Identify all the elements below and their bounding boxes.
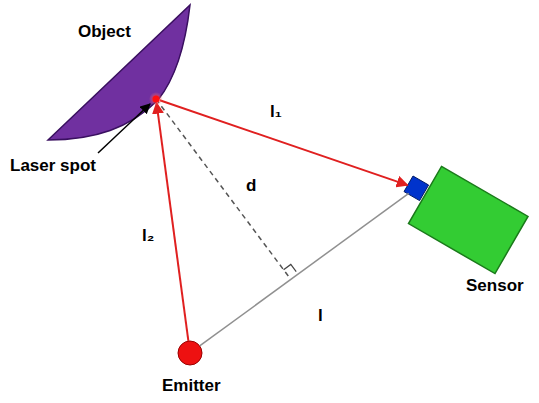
edge-label: l bbox=[316, 306, 325, 326]
laser-spot bbox=[153, 96, 160, 103]
reflected-ray bbox=[160, 100, 408, 185]
edge-label: l₁ bbox=[268, 102, 284, 122]
leader-arrow bbox=[98, 104, 150, 153]
edge-label: l₂ bbox=[140, 226, 156, 246]
baseline bbox=[200, 193, 409, 346]
node-label: Object bbox=[78, 22, 131, 42]
object-shape bbox=[48, 5, 190, 140]
object-node: Object bbox=[40, 4, 195, 144]
spot-label: Laser spot bbox=[8, 156, 98, 176]
emitted-ray bbox=[157, 103, 189, 341]
laser-spot-glow bbox=[149, 92, 163, 106]
right-angle-mark bbox=[284, 264, 297, 271]
node-label: Sensor bbox=[466, 276, 524, 296]
sensor-body bbox=[409, 166, 529, 273]
emitter-node: Emitter bbox=[150, 335, 235, 399]
emitter-circle bbox=[178, 341, 202, 365]
sensor-lens bbox=[404, 176, 429, 201]
distance-label: d bbox=[244, 176, 258, 196]
node-label: Emitter bbox=[162, 376, 221, 396]
sensor-node: Sensor bbox=[400, 160, 536, 300]
